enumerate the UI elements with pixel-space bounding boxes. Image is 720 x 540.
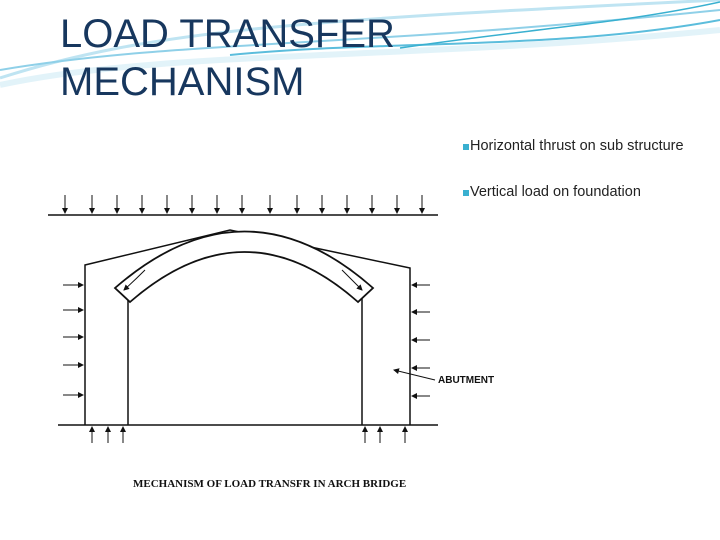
foundation-reaction-arrows (89, 426, 408, 443)
diagram-caption: MECHANISM OF LOAD TRANSFR IN ARCH BRIDGE (133, 478, 406, 490)
bullet-item-horizontal-thrust: Horizontal thrust on sub structure (463, 138, 684, 184)
header-swoosh (0, 0, 720, 88)
arch-thrust-arrows (123, 269, 363, 291)
title-line-1: LOAD TRANSFER (60, 12, 395, 56)
bullet-text: Horizontal thrust on sub structure (470, 138, 684, 154)
abutment-outline (84, 229, 411, 425)
deck-load-arrows (62, 195, 425, 214)
square-bullet-icon (463, 144, 469, 150)
bullet-list: Horizontal thrust on sub structure Verti… (463, 138, 684, 230)
bullet-text: Vertical load on foundation (470, 184, 641, 200)
title-line-2: MECHANISM (60, 60, 305, 104)
page-title: LOAD TRANSFER MECHANISM (60, 10, 395, 106)
square-bullet-icon (463, 190, 469, 196)
abutment-label: ABUTMENT (438, 375, 494, 386)
bullet-item-vertical-load: Vertical load on foundation (463, 184, 684, 230)
arch-rib (113, 230, 375, 304)
arch-bridge-diagram: ABUTMENT MECHANISM OF LOAD TRANSFR IN AR… (48, 195, 494, 490)
right-thrust-arrows (411, 282, 430, 399)
left-thrust-arrows (63, 282, 84, 398)
abutment-pointer (393, 368, 436, 381)
